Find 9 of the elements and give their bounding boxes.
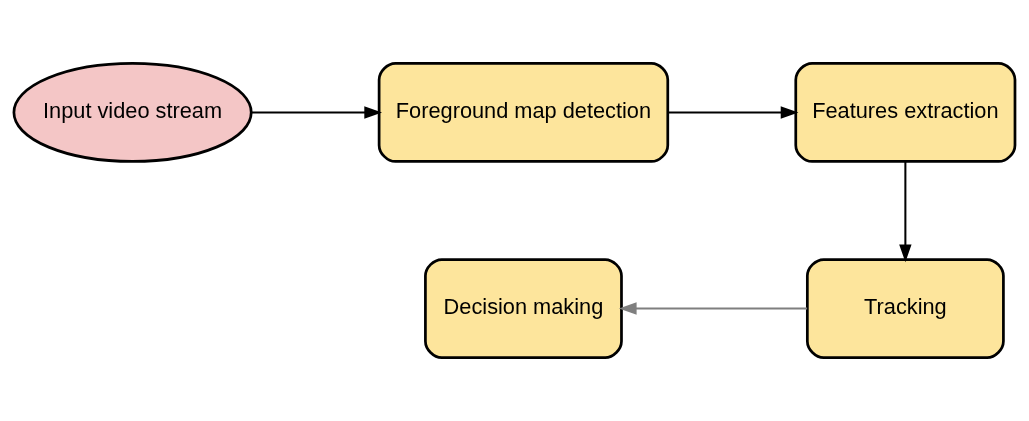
node-box: Foreground map detection — [377, 62, 670, 163]
node-box: Tracking — [806, 258, 1005, 359]
arrow — [251, 106, 383, 119]
arrow — [618, 302, 808, 315]
arrow — [899, 161, 912, 263]
arrow — [668, 106, 799, 119]
node-box: Features extraction — [794, 62, 1017, 163]
node-ellipse: Input video stream — [12, 62, 253, 163]
node-box: Decision making — [424, 258, 623, 359]
